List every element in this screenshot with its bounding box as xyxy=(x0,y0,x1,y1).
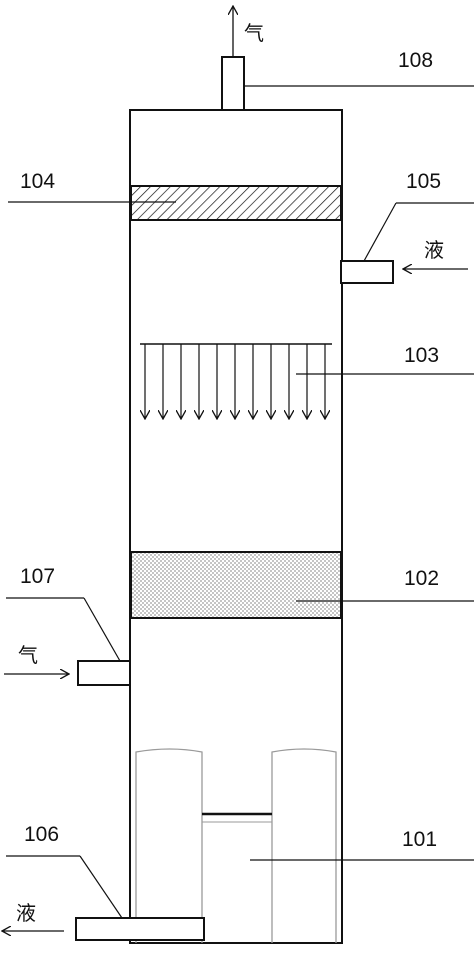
label-105: 105 xyxy=(406,170,441,193)
label-108: 108 xyxy=(398,49,433,72)
leader-106 xyxy=(79,855,123,919)
label-107: 107 xyxy=(20,565,55,588)
left-internal-baffle xyxy=(135,748,203,943)
hatched-layer xyxy=(130,185,342,221)
label-104: 104 xyxy=(20,170,55,193)
packing-layer xyxy=(130,551,342,619)
gas-outlet-nozzle xyxy=(221,56,245,111)
leader-105 xyxy=(363,202,397,262)
label-103: 103 xyxy=(404,344,439,367)
liquid-inlet-nozzle xyxy=(340,260,394,284)
label-102: 102 xyxy=(404,567,439,590)
gas-inlet-label: 气 xyxy=(18,643,38,667)
liquid-outlet-nozzle xyxy=(75,917,205,941)
liquid-inlet-label: 液 xyxy=(424,238,444,262)
liquid-outlet-label: 液 xyxy=(16,901,36,925)
spray-arrows xyxy=(145,344,325,419)
gas-outlet-label: 气 xyxy=(244,21,264,45)
label-101: 101 xyxy=(402,828,437,851)
right-internal-baffle xyxy=(271,748,337,943)
gas-inlet-nozzle xyxy=(77,660,131,686)
leader-107 xyxy=(83,597,121,662)
label-106: 106 xyxy=(24,823,59,846)
tower-shell xyxy=(129,109,343,944)
